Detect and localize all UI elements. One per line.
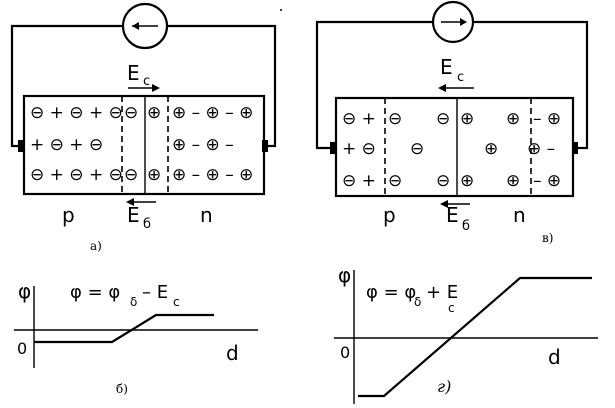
region-n-label-v: n [513,203,526,227]
formula-op-g: + E [426,282,458,303]
region-p-label-v: p [383,203,396,227]
region-p-label-a: p [62,203,75,227]
panel-g: φ φ = φ δ + E c 0 d г) [334,263,598,404]
potential-curve-b [34,313,214,344]
wire-right-v [473,20,589,150]
source-arrow-left-icon [132,22,158,30]
field-diff-label-v: E [446,203,459,227]
ion-minus: ⊖ [124,103,138,123]
contact-right-v [572,142,578,154]
arrow-left-icon [438,84,474,92]
source-arrow-right-icon [441,18,467,26]
phi-axis-label-b: φ [18,279,31,303]
potential-curve-g [358,276,592,398]
charges-n-row2: ⊕ – ⊕ – [172,135,234,155]
crystal-a [22,94,266,196]
ion-plus: ⊕ [484,139,498,159]
origin-b: 0 [17,339,27,358]
ion-minus: ⊖ [436,109,450,129]
ion-minus: ⊖ [388,109,402,129]
ion-plus: ⊕ [506,109,520,129]
field-ext-label-v: E [440,55,453,79]
formula-op-sub-g: c [448,301,455,315]
ion-minus: ⊖ [410,139,424,159]
field-ext-sub-v: c [457,70,464,85]
wire-right-a [167,24,277,148]
wire-left-v [315,20,433,150]
ion-plus: ⊕ [147,103,161,123]
crystal-v [334,96,575,198]
ion-minus: ⊖ [124,165,138,185]
ion-plus: ⊕ [460,109,474,129]
charges-p-row1: ⊖ + ⊖ + ⊖ [30,103,123,123]
arrow-left-icon [440,200,470,208]
field-diff-sub-v: б [462,219,470,234]
charges-n-row1: ⊕ – ⊕ – ⊕ [172,103,253,123]
field-diff-sub-a: б [143,217,151,232]
panel-v: ⊖ + + ⊖ ⊖ + ⊖ ⊖ ⊖ ⊖ ⊖ ⊕ ⊕ ⊕ ⊕ ⊕ – ⊕ ⊕ – … [315,0,589,245]
formula-op-sub-b: c [173,295,180,309]
wire-left-a [10,24,123,148]
charges-p-row2: + ⊖ + ⊖ [30,135,103,155]
caption-v: в) [542,231,553,245]
charge-row: ⊖ + [342,109,376,129]
field-ext-label-a: E [127,61,140,85]
d-label-b: d [226,341,239,365]
charges-p-row3: ⊖ + ⊖ + ⊖ [30,165,123,185]
arrow-left-icon [126,198,156,206]
region-n-label-a: n [200,203,213,227]
panel-a: ⊖ + ⊖ + ⊖ + ⊖ + ⊖ ⊖ + ⊖ + ⊖ ⊖ ⊖ ⊕ ⊕ ⊕ – … [10,2,277,253]
ion-plus: ⊕ [506,171,520,191]
speck [280,9,282,11]
charge-row: ⊕ – [527,139,555,159]
formula-op-b: – E [142,282,168,303]
formula-sub-g: δ [414,295,421,309]
charge-row: + ⊖ [342,139,376,159]
ion-minus: ⊖ [436,171,450,191]
contact-left-v [330,142,336,154]
ion-plus: ⊕ [147,165,161,185]
d-label-g: d [548,345,561,369]
panel-b: φ φ = φ δ – E c 0 d б) [14,279,258,396]
ion-plus: ⊕ [460,171,474,191]
formula-g: φ = φ [366,282,416,303]
charge-row: ⊖ + [342,171,376,191]
formula-sub-b: δ [130,295,137,309]
contact-left-a [18,140,24,152]
ion-minus: ⊖ [388,171,402,191]
charge-row: – ⊕ [533,109,561,129]
caption-g: г) [437,377,451,396]
field-ext-sub-a: c [143,74,150,89]
charge-row: – ⊕ [533,171,561,191]
phi-axis-label-g: φ [338,263,351,287]
arrow-right-icon [128,84,160,92]
charges-n-row3: ⊕ – ⊕ – ⊕ [172,165,253,185]
field-diff-label-a: E [127,203,140,227]
origin-g: 0 [340,343,350,362]
caption-a: а) [90,239,102,253]
caption-b: б) [116,382,128,396]
formula-b: φ = φ [70,282,120,303]
